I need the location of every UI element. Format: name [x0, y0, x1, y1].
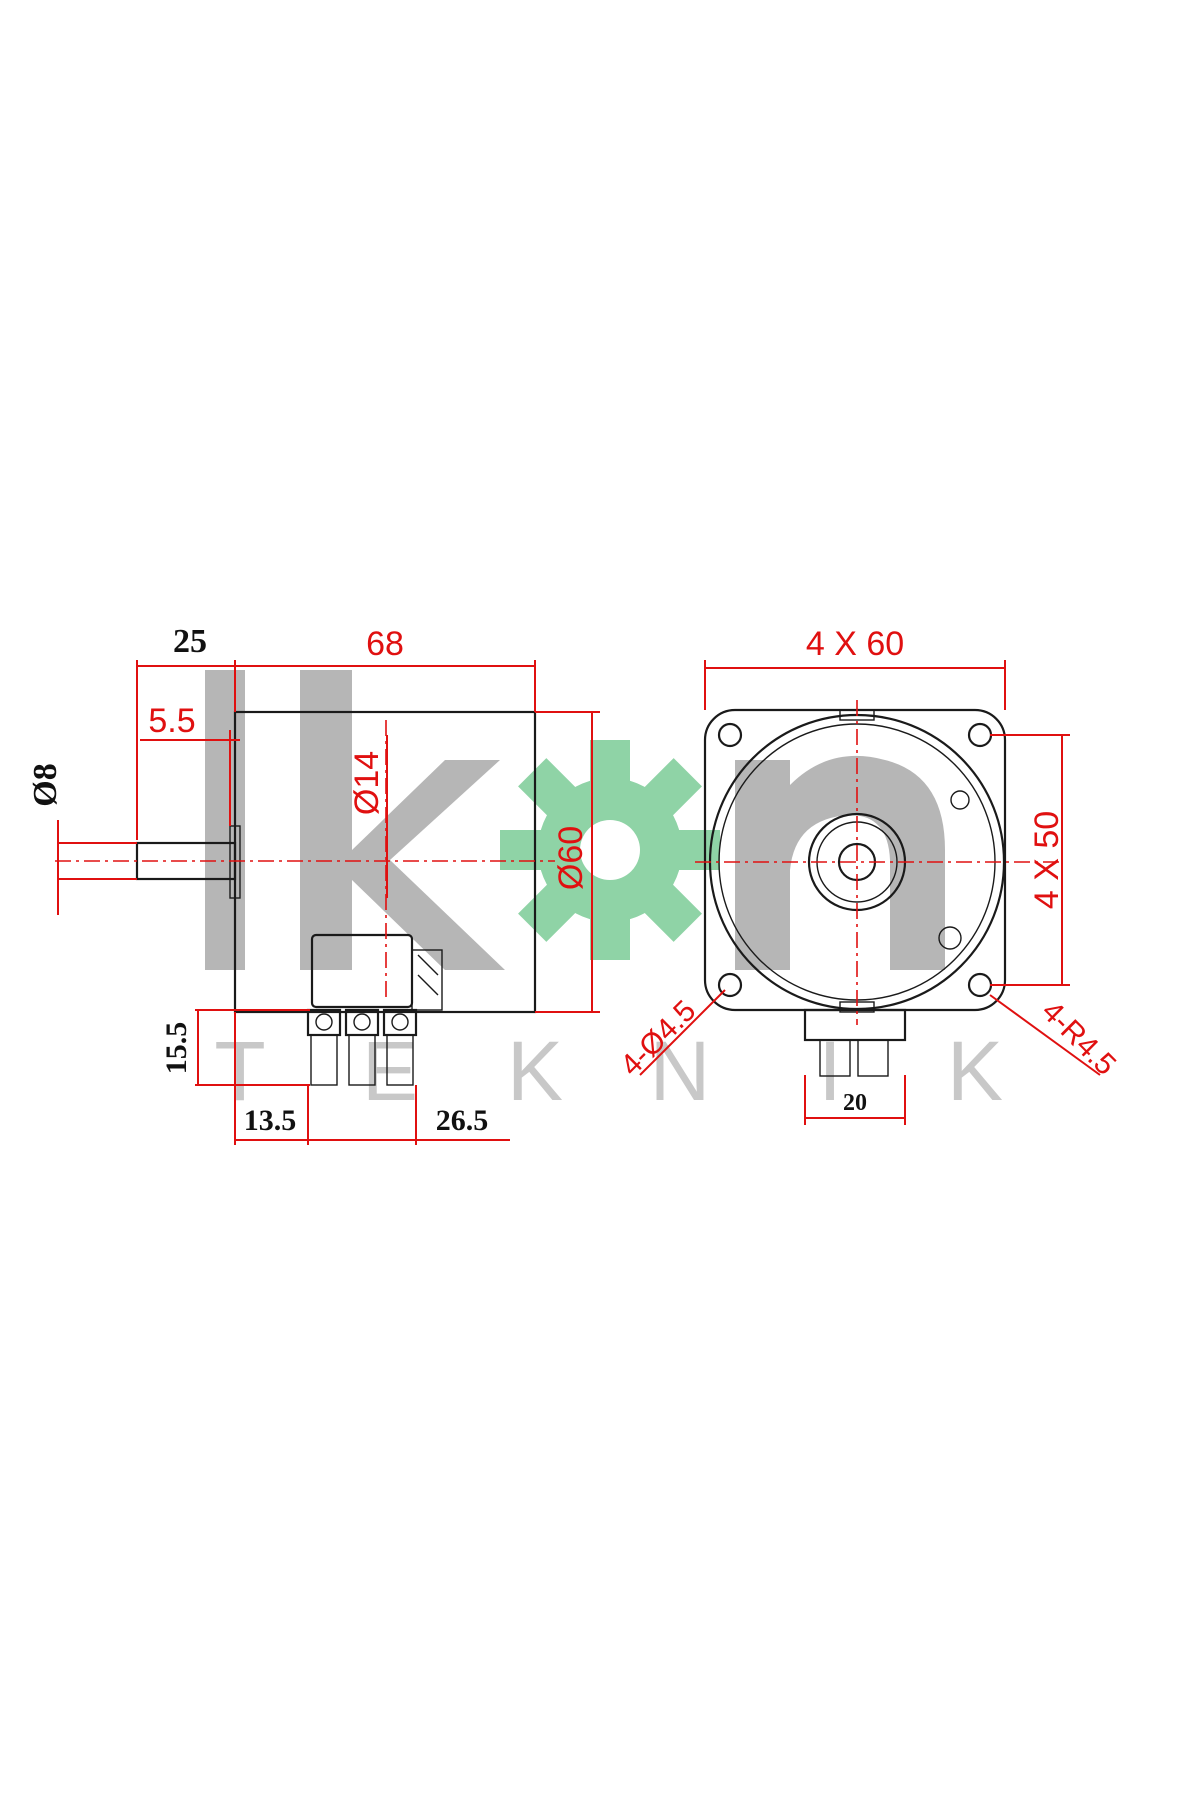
dim-flange-thickness: 5.5	[148, 702, 195, 740]
watermark-letter: I	[818, 1024, 841, 1118]
gear-icon	[500, 740, 720, 960]
boss-outline	[229, 825, 241, 899]
dim-terminal-offset: 13.5	[244, 1104, 297, 1137]
dim-shaft-diameter: Ø8	[27, 763, 64, 806]
dim-body-length: 68	[366, 625, 404, 663]
watermark-letter: N	[650, 1024, 711, 1118]
dim-hole-spacing: 4 X 50	[1028, 811, 1066, 909]
watermark: T E K N I K	[205, 670, 1003, 1118]
watermark-letter: K	[947, 1024, 1003, 1118]
watermark-letter: T	[214, 1024, 265, 1118]
dim-shaft-length: 25	[173, 623, 207, 660]
watermark-letter: E	[362, 1024, 418, 1118]
mounting-holes	[717, 722, 993, 998]
front-view: 4 X 60 4 X 50 4-Ø4.5 4-R4.5 20	[614, 625, 1122, 1125]
dim-terminal-width: 26.5	[436, 1104, 489, 1137]
dim-body-diameter: Ø60	[552, 826, 590, 890]
watermark-letter: K	[507, 1024, 563, 1118]
dim-boss-diameter: Ø14	[348, 751, 386, 815]
terminal-cap	[411, 949, 443, 1011]
side-view: 25 68 5.5 Ø8 Ø14 Ø60 15.5 13.5 26.5	[27, 623, 600, 1145]
terminals	[306, 1008, 418, 1086]
connector	[803, 1008, 907, 1077]
dim-connector-width: 20	[843, 1090, 867, 1116]
dim-terminal-height: 15.5	[160, 1022, 193, 1075]
dim-flange-size: 4 X 60	[806, 625, 904, 663]
